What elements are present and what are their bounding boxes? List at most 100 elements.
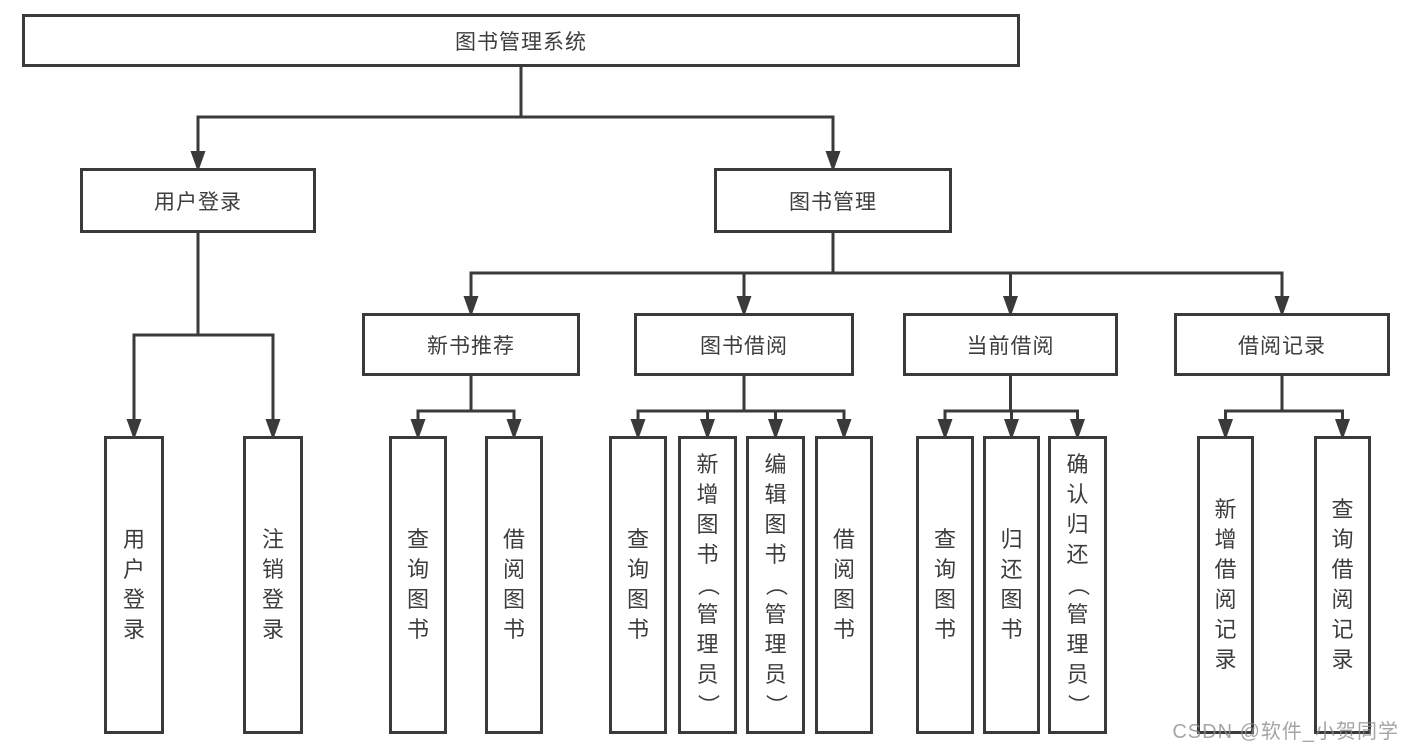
edges-from-user-login — [126, 229, 281, 440]
arrowhead — [768, 419, 783, 440]
node-label-char: ） — [1065, 693, 1091, 716]
node-leaf-borrow-book-1: 借阅图书 — [485, 436, 543, 734]
node-label-char: 书 — [933, 617, 956, 642]
arrowhead — [410, 419, 426, 440]
node-label-char: 辑 — [764, 482, 787, 507]
node-label-char: 阅 — [1214, 587, 1237, 612]
node-label-char: 图 — [406, 587, 429, 612]
node-leaf-return-book: 归还图书 — [983, 436, 1040, 734]
node-user-login: 用户登录 — [80, 168, 316, 233]
node-label-char: 借 — [832, 527, 855, 552]
node-leaf-confirm-return: 确认归还（管理员） — [1048, 436, 1107, 734]
node-label-char: 书 — [764, 542, 787, 567]
arrowhead — [1274, 296, 1290, 317]
node-leaf-borrow-book-2: 借阅图书 — [815, 436, 873, 734]
node-label-char: 员 — [1066, 662, 1089, 687]
node-label-char: 员 — [696, 662, 719, 687]
node-label-char: 登 — [122, 587, 145, 612]
node-label-char: 阅 — [1331, 587, 1354, 612]
node-label-char: 销 — [261, 557, 284, 582]
node-label-char: 录 — [1214, 647, 1237, 672]
node-label-char: 图 — [626, 587, 649, 612]
node-label-char: 询 — [1331, 527, 1354, 552]
node-label-char: 询 — [626, 557, 649, 582]
node-label-char: ） — [695, 693, 721, 716]
node-label: 图书管理 — [789, 190, 877, 214]
node-label-char: 借 — [1331, 557, 1354, 582]
node-borrow-records: 借阅记录 — [1174, 313, 1390, 376]
node-label: 新书推荐 — [427, 334, 515, 358]
arrowhead — [1070, 419, 1085, 440]
node-label-char: 查 — [626, 527, 649, 552]
node-label-char: 管 — [696, 602, 719, 627]
node-label-char: 确 — [1066, 452, 1089, 477]
node-label-char: 注 — [261, 527, 284, 552]
node-label-char: 员 — [764, 662, 787, 687]
node-label-char: ） — [763, 693, 789, 716]
arrowhead — [265, 419, 281, 440]
node-leaf-logout: 注销登录 — [243, 436, 303, 734]
node-label-char: 归 — [1066, 512, 1089, 537]
edges-from-book-mgmt — [463, 229, 1290, 317]
node-label-char: 新 — [696, 452, 719, 477]
arrowhead — [937, 419, 953, 440]
node-label-char: （ — [695, 573, 721, 596]
node-leaf-add-book: 新增图书（管理员） — [678, 436, 737, 734]
node-label: 用户登录 — [154, 190, 242, 214]
node-label-char: 询 — [406, 557, 429, 582]
node-leaf-query-book-3: 查询图书 — [916, 436, 974, 734]
arrowhead — [630, 419, 646, 440]
edges-from-new-book-rec — [410, 372, 522, 440]
arrowhead — [190, 151, 206, 172]
node-label-char: 理 — [764, 632, 787, 657]
arrowhead — [463, 296, 479, 317]
node-label-char: 查 — [1331, 497, 1354, 522]
node-label-char: 新 — [1214, 497, 1237, 522]
node-label: 图书管理系统 — [455, 30, 587, 54]
node-label-char: 录 — [122, 617, 145, 642]
node-label-char: 书 — [1000, 617, 1023, 642]
arrowhead — [836, 419, 852, 440]
node-label: 图书借阅 — [700, 334, 788, 358]
node-label-char: 录 — [261, 617, 284, 642]
arrowhead — [1335, 419, 1350, 440]
node-label-char: 阅 — [832, 557, 855, 582]
arrowhead — [825, 151, 841, 172]
node-label-char: 书 — [406, 617, 429, 642]
node-label-char: 书 — [502, 617, 525, 642]
edges-from-borrow-records — [1218, 372, 1350, 440]
node-leaf-query-book-1: 查询图书 — [389, 436, 447, 734]
node-label-char: （ — [763, 573, 789, 596]
node-label-char: 图 — [696, 512, 719, 537]
node-label-char: 管 — [764, 602, 787, 627]
node-label-char: 询 — [933, 557, 956, 582]
node-leaf-query-book-2: 查询图书 — [609, 436, 667, 734]
node-leaf-add-record: 新增借阅记录 — [1197, 436, 1254, 734]
node-label-char: 书 — [626, 617, 649, 642]
node-book-borrow: 图书借阅 — [634, 313, 854, 376]
arrowhead — [700, 419, 715, 440]
node-label-char: （ — [1065, 573, 1091, 596]
node-new-book-rec: 新书推荐 — [362, 313, 580, 376]
node-label-char: 图 — [764, 512, 787, 537]
arrowhead — [736, 296, 752, 317]
node-label-char: 理 — [1066, 632, 1089, 657]
node-label-char: 图 — [933, 587, 956, 612]
node-root: 图书管理系统 — [22, 14, 1020, 67]
edges-from-book-borrow — [630, 372, 852, 440]
arrowhead — [506, 419, 522, 440]
node-label-char: 归 — [1000, 527, 1023, 552]
node-leaf-user-login: 用户登录 — [104, 436, 164, 734]
node-label-char: 户 — [122, 557, 145, 582]
node-label-char: 图 — [832, 587, 855, 612]
node-leaf-edit-book: 编辑图书（管理员） — [746, 436, 805, 734]
node-label-char: 管 — [1066, 602, 1089, 627]
node-label-char: 查 — [406, 527, 429, 552]
node-label-char: 图 — [502, 587, 525, 612]
node-label-char: 还 — [1066, 542, 1089, 567]
node-current-borrow: 当前借阅 — [903, 313, 1118, 376]
node-label-char: 增 — [1214, 527, 1237, 552]
node-label-char: 借 — [502, 527, 525, 552]
